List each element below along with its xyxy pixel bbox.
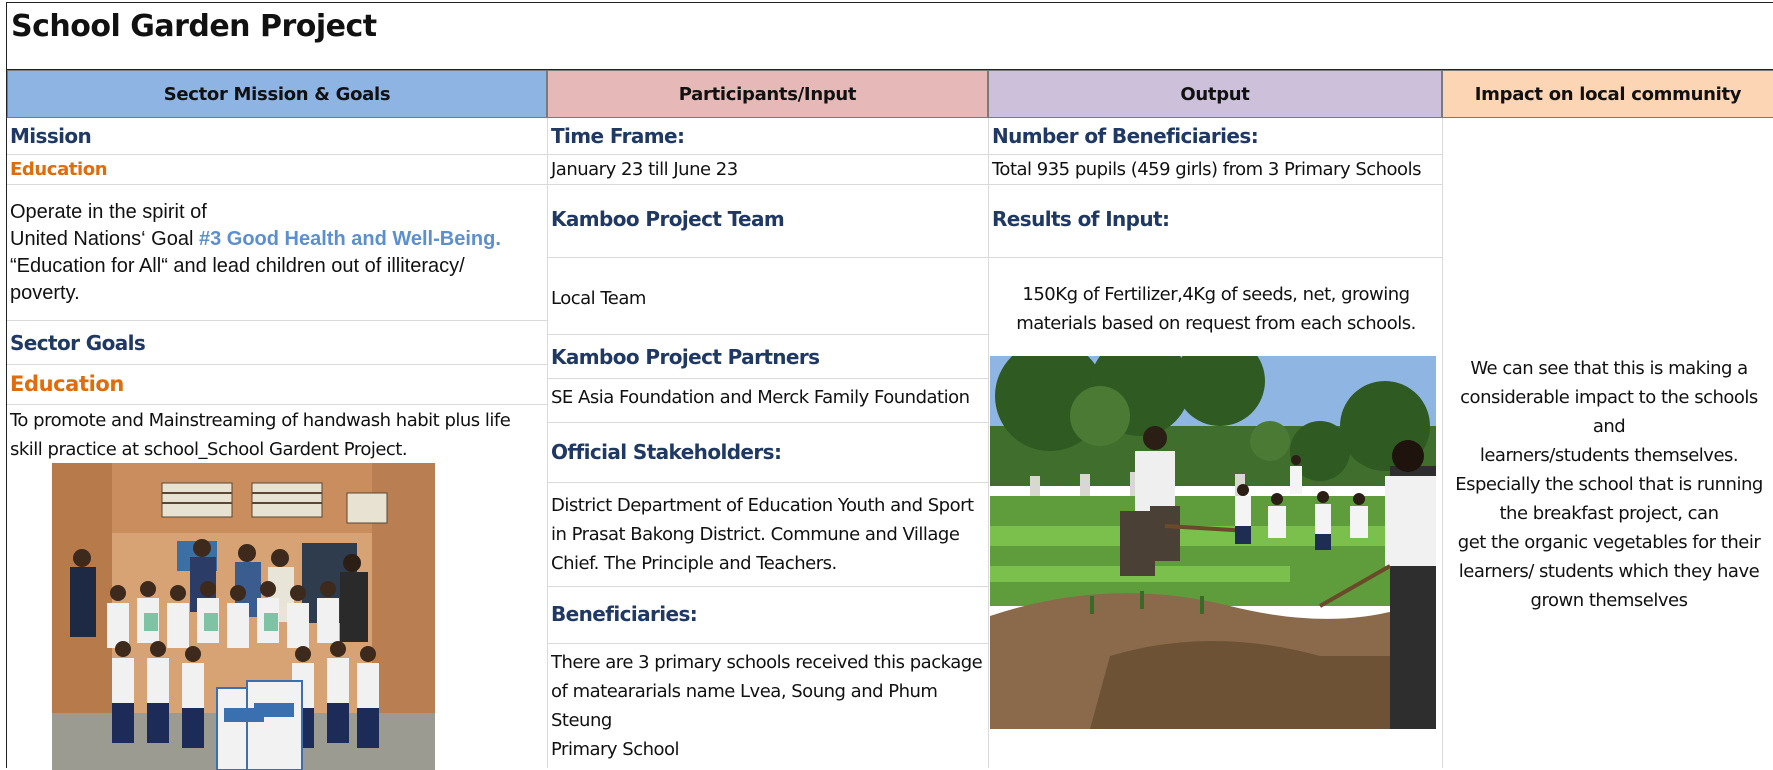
mission-text-line: “Education for All“ and lead children ou… [10, 255, 465, 277]
team-value: Local Team [551, 288, 646, 309]
sector-goals-label: Sector Goals [10, 331, 146, 355]
stakeholders-line: in Prasat Bakong District. Commune and V… [551, 524, 960, 545]
mission-education-label: Education [10, 159, 108, 180]
page-title: School Garden Project [11, 9, 377, 44]
results-value: 150Kg of Fertilizer,4Kg of seeds, net, g… [989, 280, 1443, 338]
cell-partners-label: Kamboo Project Partners [548, 335, 989, 379]
team-label: Kamboo Project Team [551, 207, 785, 231]
header-sector-mission-goals: Sector Mission & Goals [7, 70, 547, 118]
beneficiaries-label: Beneficiaries: [551, 602, 698, 626]
cell-mission-text: Operate in the spirit of United Nations‘… [7, 185, 547, 321]
cell-beneficiaries-value: There are 3 primary schools received thi… [548, 644, 989, 768]
column-participants: Time Frame: January 23 till June 23 Kamb… [547, 118, 989, 768]
mission-goal-highlight: #3 Good Health and Well-Being. [198, 228, 501, 250]
cell-results-label: Results of Input: [989, 185, 1443, 258]
cell-stakeholders-value: District Department of Education Youth a… [548, 483, 989, 587]
number-beneficiaries-value: Total 935 pupils (459 girls) from 3 Prim… [992, 159, 1421, 180]
cell-time-frame-label: Time Frame: [548, 118, 989, 155]
results-line: 150Kg of Fertilizer,4Kg of seeds, net, g… [1022, 284, 1410, 305]
cell-beneficiaries-count-value: Total 935 pupils (459 girls) from 3 Prim… [989, 155, 1443, 185]
number-beneficiaries-label: Number of Beneficiaries: [992, 124, 1259, 148]
impact-text: We can see that this is making a conside… [1443, 354, 1773, 615]
cell-stakeholders-label: Official Stakeholders: [548, 423, 989, 483]
beneficiaries-value: There are 3 primary schools received thi… [551, 648, 989, 764]
sector-goals-text: To promote and Mainstreaming of handwash… [10, 406, 540, 464]
spreadsheet: School Garden Project Sector Mission & G… [6, 2, 1773, 770]
impact-line: get the organic vegetables for their [1457, 532, 1761, 553]
beneficiaries-line: There are 3 primary schools received thi… [551, 652, 983, 673]
sector-goals-text-line: skill practice at school_School Gardent … [10, 439, 408, 460]
cell-partners-value: SE Asia Foundation and Merck Family Foun… [548, 379, 989, 423]
mission-text: Operate in the spirit of United Nations‘… [10, 199, 540, 307]
stakeholders-label: Official Stakeholders: [551, 440, 782, 464]
cell-beneficiaries-count-label: Number of Beneficiaries: [989, 118, 1443, 155]
photo-students-gardening [990, 356, 1436, 729]
header-participants-input: Participants/Input [547, 70, 988, 118]
column-output: Number of Beneficiaries: Total 935 pupil… [988, 118, 1443, 768]
cell-time-frame-value: January 23 till June 23 [548, 155, 989, 185]
time-frame-label: Time Frame: [551, 124, 685, 148]
cell-sector-goals-education: Education [7, 365, 547, 405]
stakeholders-line: Chief. The Principle and Teachers. [551, 553, 837, 574]
header-output: Output [988, 70, 1442, 118]
results-label: Results of Input: [992, 207, 1170, 231]
mission-text-line: United Nations‘ Goal #3 Good Health and … [10, 226, 540, 253]
beneficiaries-line: of mateararials name Lvea, Soung and Phu… [551, 681, 938, 731]
partners-value: SE Asia Foundation and Merck Family Foun… [551, 387, 970, 408]
impact-line: We can see that this is making a [1470, 358, 1748, 379]
sector-goals-text-line: To promote and Mainstreaming of handwash… [10, 410, 511, 431]
cell-mission-education: Education [7, 155, 547, 185]
cell-beneficiaries-label: Beneficiaries: [548, 587, 989, 644]
mission-label: Mission [10, 124, 92, 148]
impact-line: Especially the school that is running [1455, 474, 1763, 495]
sector-goals-education-label: Education [10, 372, 124, 396]
photo-gardening-illustration [990, 356, 1436, 729]
mission-text-line: Operate in the spirit of [10, 201, 207, 223]
impact-line: learners/students themselves. [1479, 445, 1739, 466]
stakeholders-line: District Department of Education Youth a… [551, 495, 974, 516]
impact-line: learners/ students which they have [1458, 561, 1760, 582]
mission-text-line: poverty. [10, 282, 80, 304]
cell-sector-goals-label: Sector Goals [7, 321, 547, 365]
beneficiaries-line: Primary School [551, 739, 680, 760]
title-divider [7, 69, 1773, 70]
cell-team-value: Local Team [548, 258, 989, 335]
photo-students-with-seeds [52, 463, 435, 770]
impact-line: considerable impact to the schools [1460, 387, 1758, 408]
impact-line: and [1592, 416, 1626, 437]
results-line: materials based on request from each sch… [1016, 313, 1416, 334]
cell-mission-label: Mission [7, 118, 547, 155]
mission-goal-prefix: United Nations‘ Goal [10, 228, 199, 250]
impact-line: the breakfast project, can [1499, 503, 1720, 524]
cell-team-label: Kamboo Project Team [548, 185, 989, 258]
column-impact: We can see that this is making a conside… [1442, 118, 1773, 768]
photo-students-illustration [52, 463, 435, 770]
column-mission-goals: Mission Education Operate in the spirit … [7, 118, 547, 770]
impact-line: grown themselves [1530, 590, 1688, 611]
header-impact: Impact on local community [1442, 70, 1773, 118]
stakeholders-value: District Department of Education Youth a… [551, 491, 974, 578]
time-frame-value: January 23 till June 23 [551, 159, 738, 180]
partners-label: Kamboo Project Partners [551, 345, 820, 369]
